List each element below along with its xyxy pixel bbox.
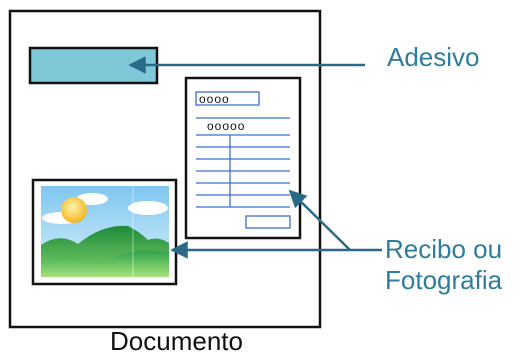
label-document: Documento <box>110 326 243 356</box>
receipt-field-2-text: ooooo <box>207 119 245 133</box>
photograph <box>31 178 178 286</box>
receipt-field-1-text: oooo <box>199 92 230 106</box>
sun-icon <box>61 197 87 223</box>
arrow-to-receipt <box>288 189 351 251</box>
label-photograph: Fotografia <box>385 265 503 295</box>
receipt-total-box <box>245 215 291 229</box>
receipt-field-1 <box>195 91 260 106</box>
label-receipt-or: Recibo ou <box>385 234 503 264</box>
label-sticker: Adesivo <box>387 42 480 72</box>
receipt: oooo ooooo <box>184 76 302 240</box>
